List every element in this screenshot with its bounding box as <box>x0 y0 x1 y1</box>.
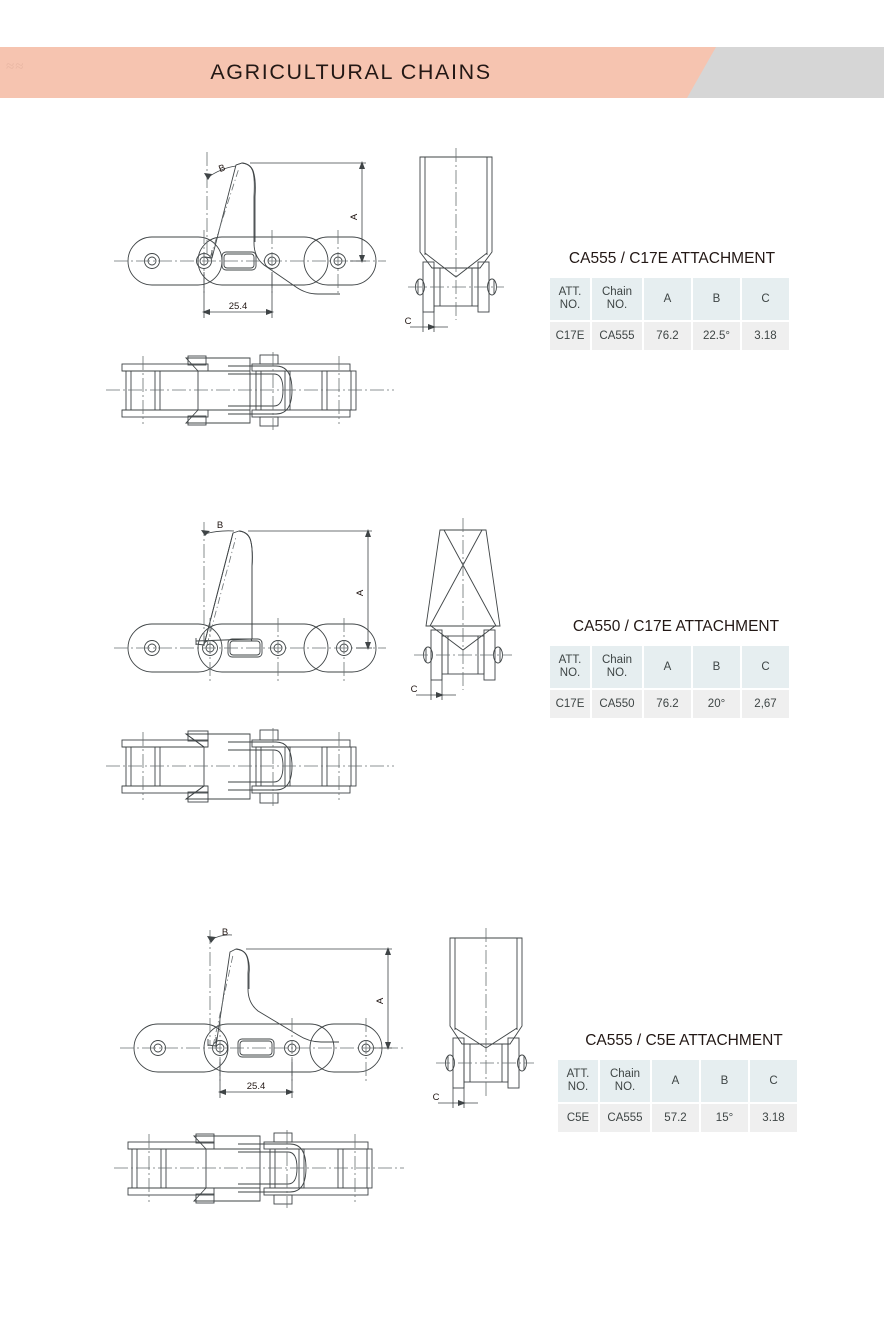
dimension-label-a-3: A <box>375 997 386 1004</box>
column-header-chain-no: Chain NO. <box>600 1060 650 1102</box>
column-header-c: C <box>742 278 789 320</box>
dimension-label-b-3: B <box>222 927 228 938</box>
cell-chain-no: CA555 <box>592 322 642 350</box>
column-header-b: B <box>693 278 740 320</box>
spec-title-2: CA550 / C17E ATTACHMENT <box>572 618 780 635</box>
column-header-a: A <box>644 278 691 320</box>
cell-a: 76.2 <box>644 322 691 350</box>
dimension-label-c-1: C <box>405 316 412 327</box>
cell-c: 2,67 <box>742 690 789 718</box>
column-header-c: C <box>742 646 789 688</box>
spec-block-3: CA555 / C5E ATTACHMENT ATT. NO. Chain NO… <box>556 1032 812 1134</box>
cell-b: 22.5° <box>693 322 740 350</box>
column-header-att-no: ATT. NO. <box>550 278 590 320</box>
column-header-b: B <box>701 1060 748 1102</box>
table-row: C17E CA555 76.2 22.5° 3.18 <box>550 322 789 350</box>
column-header-a: A <box>652 1060 699 1102</box>
cell-att-no: C17E <box>550 690 590 718</box>
plan-view-drawing-1 <box>100 352 400 432</box>
cell-b: 15° <box>701 1104 748 1132</box>
spec-title-3: CA555 / C5E ATTACHMENT <box>585 1032 783 1049</box>
spec-table-1: ATT. NO. Chain NO. A B C C17E CA555 76. <box>548 276 791 352</box>
column-header-att-no: ATT. NO. <box>550 646 590 688</box>
spec-block-2: CA550 / C17E ATTACHMENT ATT. NO. Chain N… <box>548 618 804 720</box>
spec-block-1: CA555 / C17E ATTACHMENT ATT. NO. Chain N… <box>548 250 796 352</box>
table-header-row: ATT. NO. Chain NO. A B C <box>550 646 789 688</box>
cell-att-no: C17E <box>550 322 590 350</box>
banner-pink-wedge <box>0 47 716 98</box>
column-header-chain-no: Chain NO. <box>592 646 642 688</box>
spec-title-1: CA555 / C17E ATTACHMENT <box>568 250 776 267</box>
cell-att-no: C5E <box>558 1104 598 1132</box>
dimension-label-pitch-3: 25.4 <box>247 1081 266 1092</box>
column-header-c: C <box>750 1060 797 1102</box>
attachment-figure-group-1: A B 25.4 <box>0 140 884 440</box>
plan-view-drawing-2 <box>100 726 400 811</box>
cell-a: 76.2 <box>644 690 691 718</box>
end-view-drawing-2: C <box>400 508 525 713</box>
dimension-label-b-2: B <box>217 520 223 531</box>
table-row: C5E CA555 57.2 15° 3.18 <box>558 1104 797 1132</box>
dimension-label-a-1: A <box>349 213 360 220</box>
column-header-att-no: ATT. NO. <box>558 1060 598 1102</box>
page-title: AGRICULTURAL CHAINS <box>210 60 492 84</box>
cell-c: 3.18 <box>750 1104 797 1132</box>
attachment-figure-group-2: A B <box>0 508 884 828</box>
dimension-label-pitch-1: 25.4 <box>229 301 248 312</box>
cell-b: 20° <box>693 690 740 718</box>
dimension-label-a-2: A <box>355 589 366 596</box>
column-header-b: B <box>693 646 740 688</box>
column-header-chain-no: Chain NO. <box>592 278 642 320</box>
table-header-row: ATT. NO. Chain NO. A B C <box>558 1060 797 1102</box>
end-view-drawing-3: C <box>424 918 549 1123</box>
page-header-banner: ≈≈ AGRICULTURAL CHAINS <box>0 47 884 98</box>
dimension-label-c-2: C <box>411 684 418 695</box>
cell-c: 3.18 <box>742 322 789 350</box>
cell-chain-no: CA555 <box>600 1104 650 1132</box>
cell-chain-no: CA550 <box>592 690 642 718</box>
plan-view-drawing-3 <box>112 1130 412 1210</box>
table-row: C17E CA550 76.2 20° 2,67 <box>550 690 789 718</box>
banner-grey-wedge <box>680 47 884 98</box>
side-view-drawing-3: A B 25.4 <box>112 918 412 1123</box>
column-header-a: A <box>644 646 691 688</box>
dimension-label-c-3: C <box>433 1092 440 1103</box>
spec-table-2: ATT. NO. Chain NO. A B C C17E CA550 76. <box>548 644 791 720</box>
side-view-drawing-1: A B 25.4 <box>100 140 400 345</box>
attachment-figure-group-3: A B 25.4 <box>0 918 884 1218</box>
end-view-drawing-1: C <box>396 140 516 345</box>
table-header-row: ATT. NO. Chain NO. A B C <box>550 278 789 320</box>
dimension-label-b-1: B <box>217 162 227 175</box>
side-view-drawing-2: A B <box>100 508 400 713</box>
spec-table-3: ATT. NO. Chain NO. A B C C5E CA555 57.2 <box>556 1058 799 1134</box>
cell-a: 57.2 <box>652 1104 699 1132</box>
